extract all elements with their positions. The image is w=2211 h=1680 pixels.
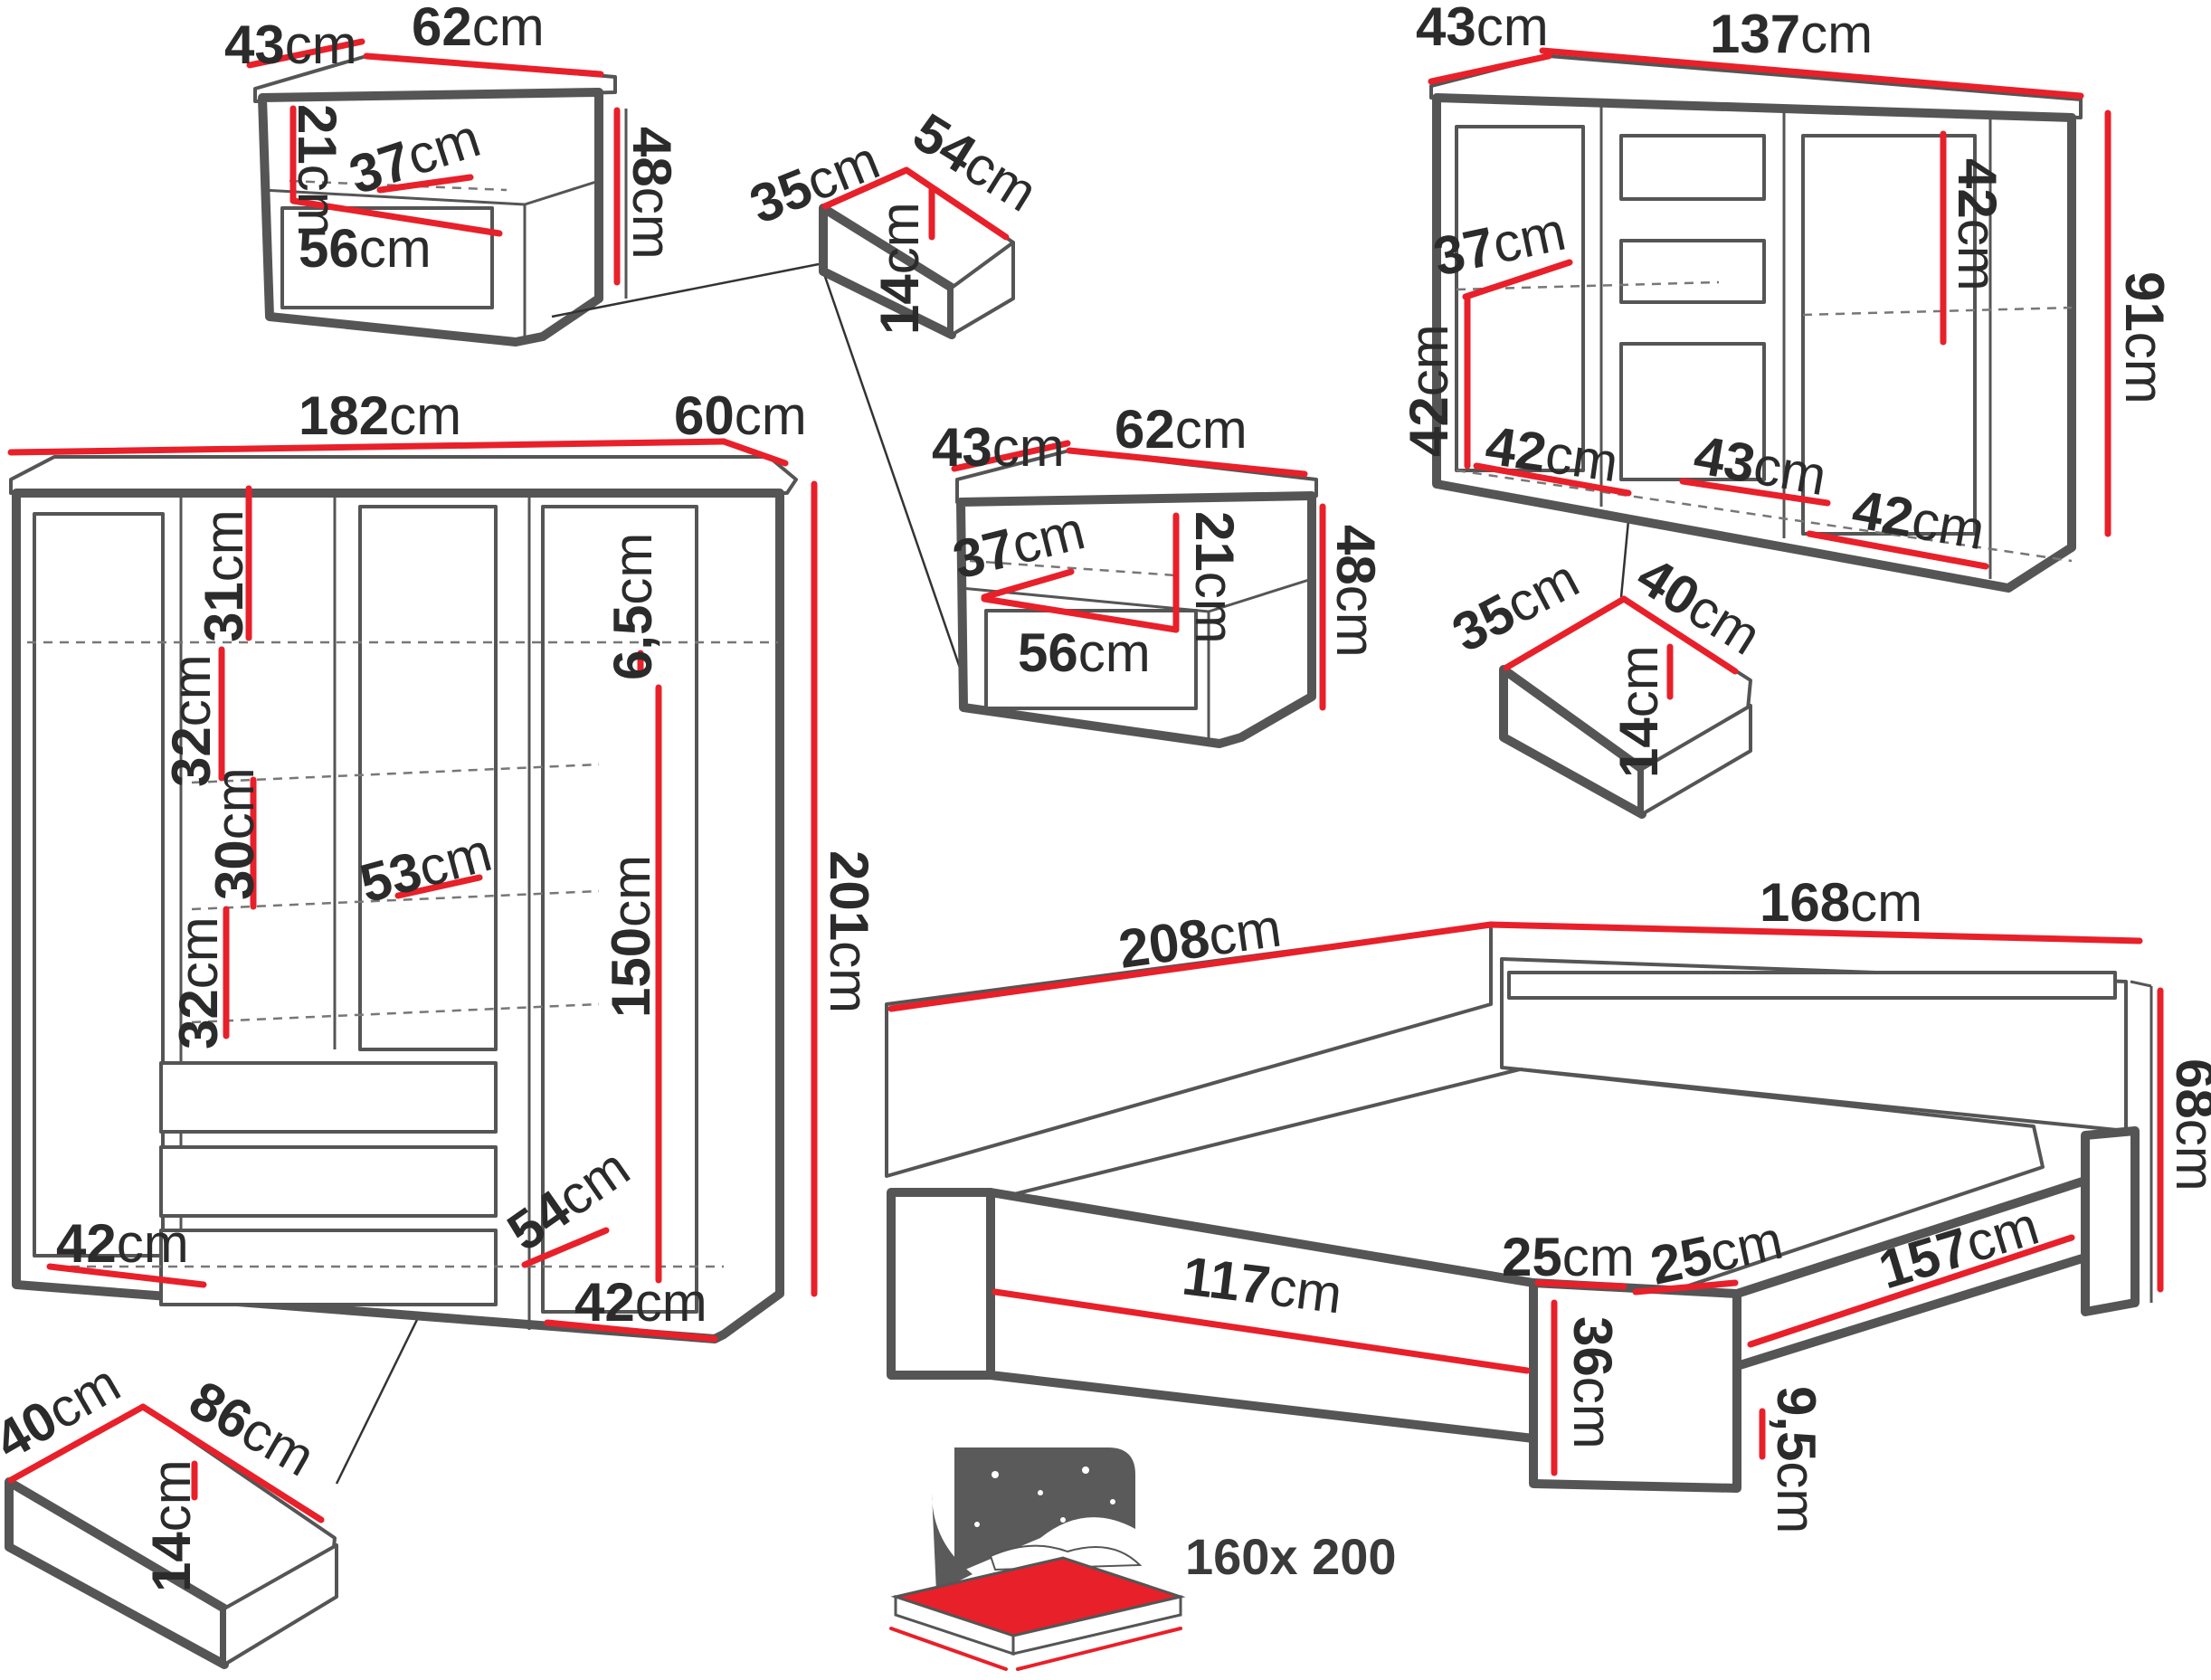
nightstand-top: 43cm 62cm 48cm 21cm 37cm 56cm: [224, 0, 682, 346]
nightstand-mid-drawer-height-label: 21cm: [1184, 511, 1245, 644]
wardrobe-bottom-left-label: 42cm: [56, 1213, 189, 1274]
wardrobe-hanging-height-label: 150cm: [601, 855, 661, 1018]
dresser-shelf-height-right-label: 42cm: [1947, 158, 2007, 291]
wardrobe-compartment-2-label: 32cm: [161, 654, 222, 787]
drawer-a-height-label: 14cm: [869, 202, 930, 335]
bed-leg-height-label: 36cm: [1562, 1316, 1623, 1449]
dresser-bottom-right-label: 42cm: [1848, 479, 1989, 561]
wardrobe-compartment-3-label: 30cm: [204, 767, 265, 900]
wardrobe: 182cm 60cm 201cm 31cm 32cm 30cm 32cm 53c…: [7, 385, 879, 1343]
wardrobe-width-label: 182cm: [299, 385, 461, 446]
mattress-size-label: 160x 200: [1185, 1528, 1397, 1585]
nightstand-top-height-label: 48cm: [622, 127, 682, 260]
dresser-inner-depth-label: 37cm: [1428, 201, 1570, 288]
dresser-shelf-height-left-label: 42cm: [1399, 324, 1459, 457]
mattress-night-sky-icon: 160x 200: [889, 1447, 1397, 1671]
nightstand-top-depth-label: 43cm: [224, 14, 357, 75]
drawer-small-a: 35cm 54cm 14cm: [742, 101, 1048, 339]
drawer-small-b: 35cm 40cm 14cm: [1443, 545, 1771, 819]
bed-length-label: 208cm: [1115, 897, 1285, 979]
wardrobe-height-label: 201cm: [819, 850, 879, 1013]
nightstand-top-drawer-height-label: 21cm: [287, 104, 347, 237]
bed-leg-a-label: 25cm: [1502, 1227, 1635, 1287]
nightstand-mid-inner-width-label: 56cm: [1018, 622, 1151, 683]
dresser-height-label: 91cm: [2114, 271, 2175, 404]
nightstand-mid-inner-depth-label: 37cm: [947, 499, 1091, 591]
bed-width-label: 168cm: [1760, 872, 1922, 933]
wardrobe-bottom-right-label: 42cm: [574, 1272, 707, 1333]
bed: 208cm 168cm 68cm 117cm 25cm 25cm 36cm 15…: [885, 872, 2211, 1533]
nightstand-top-inner-width-label: 56cm: [299, 218, 432, 279]
dresser-bottom-center-label: 43cm: [1690, 424, 1831, 507]
bed-height-label: 68cm: [2165, 1058, 2211, 1191]
dresser-bottom-left-label: 42cm: [1482, 415, 1622, 494]
bed-clearance-label: 9,5cm: [1766, 1386, 1827, 1533]
drawer-b-height-label: 14cm: [1608, 645, 1669, 778]
connector-line: [551, 262, 820, 318]
wardrobe-depth-label: 60cm: [674, 385, 807, 446]
nightstand-mid-depth-label: 43cm: [932, 417, 1065, 478]
bed-leg-b-label: 25cm: [1646, 1210, 1788, 1296]
drawer-large: 40cm 86cm 14cm: [0, 1353, 338, 1669]
bed-side-rail-label: 117cm: [1179, 1245, 1345, 1324]
wardrobe-compartment-1-label: 31cm: [194, 509, 254, 642]
nightstand-mid-height-label: 48cm: [1325, 525, 1386, 658]
wardrobe-compartment-4-label: 32cm: [168, 916, 229, 1049]
connector-line: [821, 271, 972, 698]
drawer-large-height-label: 14cm: [141, 1459, 202, 1592]
nightstand-mid-width-label: 62cm: [1115, 399, 1248, 460]
wardrobe-rail-gap-label: 6,5cm: [603, 533, 663, 680]
dresser-width-label: 137cm: [1710, 4, 1873, 64]
nightstand-top-width-label: 62cm: [412, 0, 545, 57]
dresser: 43cm 137cm 91cm 42cm 37cm 42cm 42cm 43cm…: [1399, 0, 2175, 593]
nightstand-mid: 43cm 62cm 48cm 21cm 37cm 56cm: [932, 399, 1386, 748]
dresser-depth-label: 43cm: [1416, 0, 1549, 57]
